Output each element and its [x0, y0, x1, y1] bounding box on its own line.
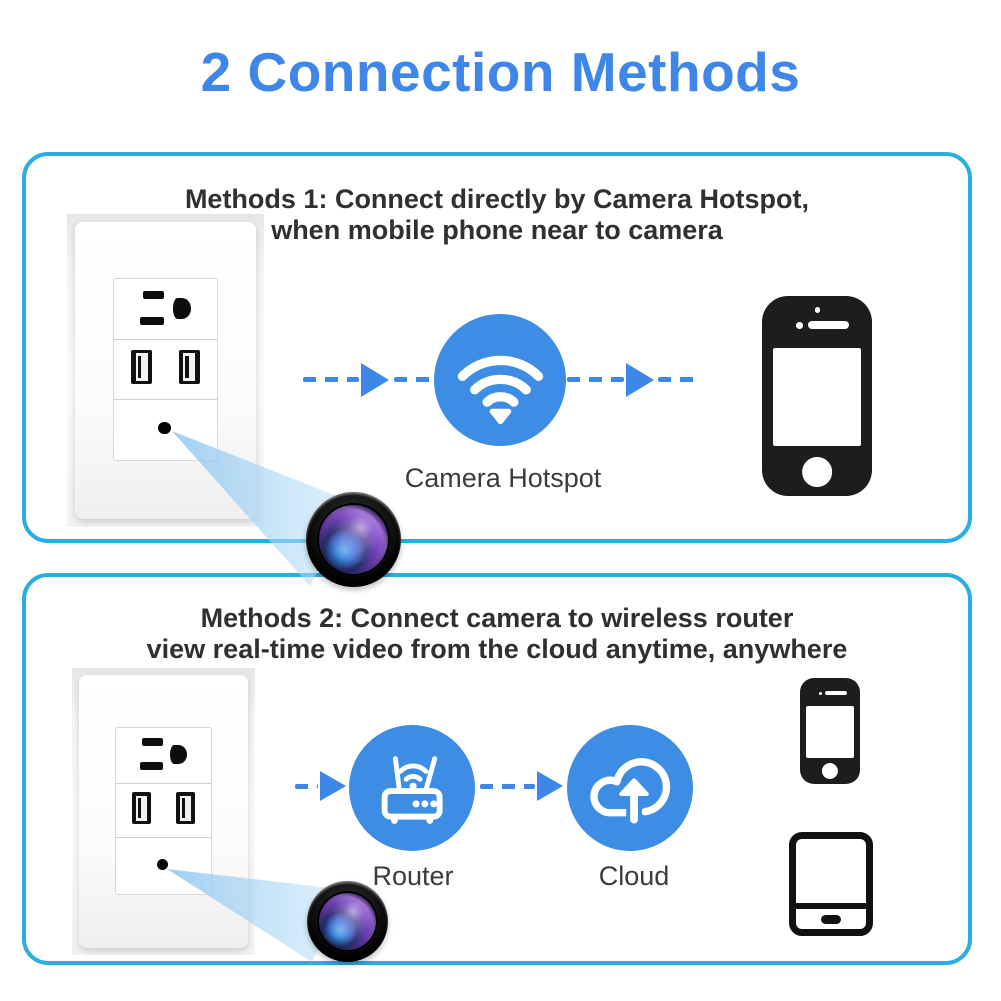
phone-sensor-dot: [796, 322, 803, 329]
wall-outlet-camera-photo: [72, 668, 255, 955]
camera-lens-icon: [306, 492, 401, 587]
power-socket: [113, 279, 218, 340]
dashed-arrow-line: [567, 377, 624, 382]
socket-ground-hole-icon: [170, 745, 188, 765]
dashed-arrow-line: [295, 784, 318, 789]
dashed-arrow-line: [480, 784, 535, 789]
wall-outlet-camera-photo: [67, 214, 264, 527]
outlet-panel: [112, 278, 219, 462]
phone-speaker: [825, 691, 848, 696]
router-icon: [381, 756, 443, 824]
socket-slot-icon: [139, 316, 165, 326]
dashed-arrow-line: [394, 377, 434, 382]
method2-heading-line2: view real-time video from the cloud anyt…: [146, 634, 848, 664]
method2-heading-line1: Methods 2: Connect camera to wireless ro…: [200, 603, 794, 633]
router-label: Router: [372, 861, 454, 891]
hidden-camera-hole-icon: [158, 422, 171, 435]
usb-port-icon: [131, 792, 152, 825]
outlet-wall-plate: [79, 675, 248, 948]
camera-hotspot-label: Camera Hotspot: [404, 463, 602, 493]
outlet-panel: [114, 726, 213, 895]
socket-ground-hole-icon: [172, 298, 192, 319]
usb-port-icon: [131, 349, 153, 385]
method1-heading-line1: Methods 1: Connect directly by Camera Ho…: [184, 184, 810, 214]
phone-sensor-dot: [818, 691, 823, 696]
usb-ports: [115, 783, 212, 839]
wifi-icon: [457, 355, 543, 424]
camera-section: [114, 399, 217, 460]
usb-port-icon: [175, 792, 196, 825]
tablet-icon: [789, 832, 873, 936]
phone-speaker: [808, 321, 849, 329]
arrow-head-icon: [626, 363, 654, 397]
arrow-head-icon: [537, 771, 563, 801]
hidden-camera-hole-icon: [156, 858, 169, 871]
camera-section: [116, 837, 212, 893]
dashed-arrow-line: [658, 377, 697, 382]
camera-lens-icon: [307, 881, 388, 962]
cloud-label: Cloud: [598, 861, 670, 891]
method1-heading-line2: when mobile phone near to camera: [271, 215, 723, 245]
cloud-upload-icon: [590, 758, 670, 830]
usb-ports: [113, 339, 218, 400]
page-title: 2 Connection Methods: [200, 41, 801, 103]
outlet-wall-plate: [74, 221, 257, 520]
method2-heading: Methods 2: Connect camera to wireless ro…: [26, 603, 968, 665]
smartphone-icon: [800, 678, 860, 784]
tablet-home-button: [821, 915, 841, 924]
arrow-head-icon: [320, 771, 346, 801]
socket-slot-icon: [142, 290, 165, 299]
socket-slot-icon: [142, 738, 163, 746]
smartphone-icon: [762, 296, 872, 496]
phone-camera-dot: [814, 307, 821, 313]
power-socket: [115, 728, 212, 784]
router-circle: [349, 725, 475, 851]
phone-screen: [806, 705, 854, 758]
arrow-head-icon: [361, 363, 389, 397]
phone-home-button: [802, 457, 832, 487]
usb-port-icon: [178, 349, 200, 385]
camera-hotspot-circle: [434, 314, 566, 446]
method1-heading: Methods 1: Connect directly by Camera Ho…: [26, 184, 968, 246]
cloud-circle: [567, 725, 693, 851]
tablet-bottom-bar: [796, 903, 866, 929]
socket-slot-icon: [139, 762, 163, 771]
phone-screen: [773, 348, 861, 446]
phone-home-button: [821, 763, 839, 780]
lens-sheen: [323, 509, 384, 570]
dashed-arrow-line: [303, 377, 359, 382]
